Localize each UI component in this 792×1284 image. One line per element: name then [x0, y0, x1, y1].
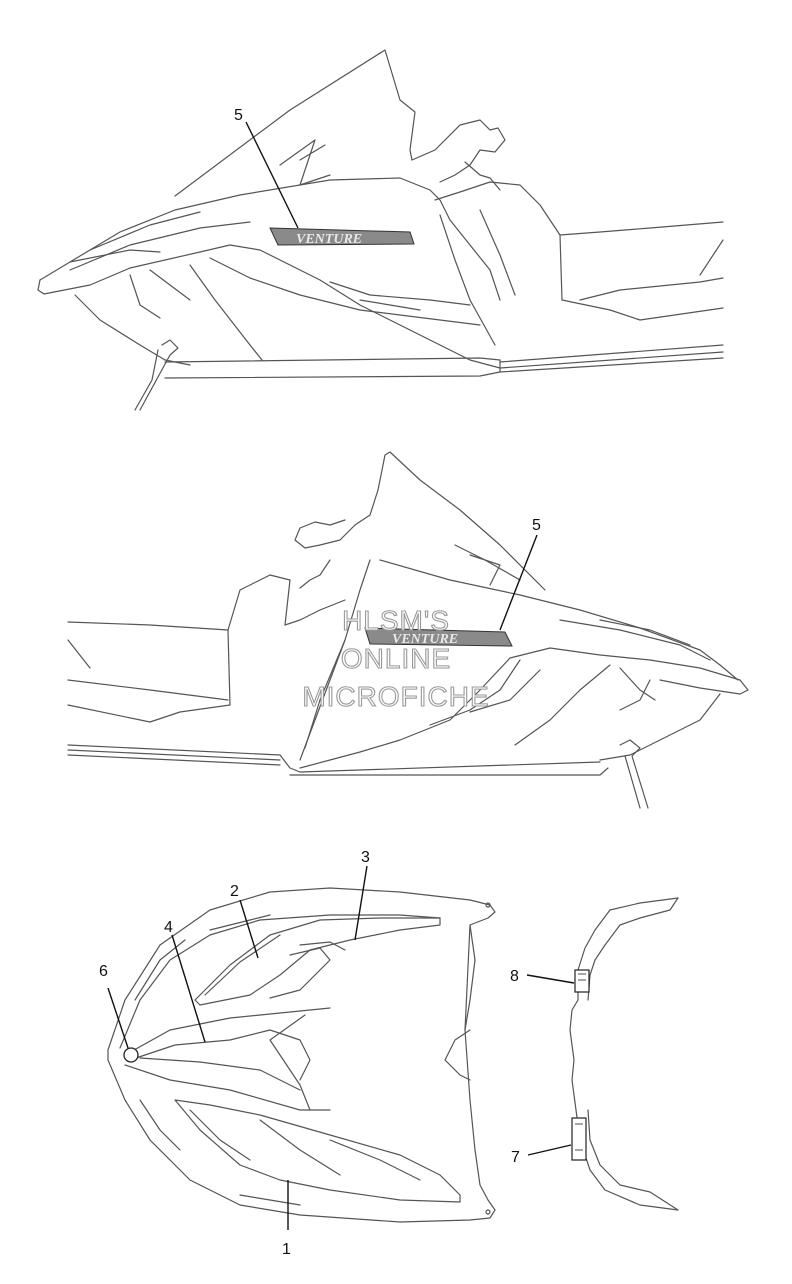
callout-7: 7	[511, 1149, 520, 1166]
leader-6	[107, 987, 129, 1049]
watermark: HLSM'S ONLINE MICROFICHE	[302, 604, 489, 712]
leader-5-mid	[499, 534, 538, 631]
decal-5-top: VENTURE	[269, 227, 415, 247]
watermark-line-3: MICROFICHE	[302, 681, 489, 712]
decal-logo-text-mid: VENTURE	[392, 632, 458, 647]
callout-4: 4	[164, 919, 173, 936]
hood-top-view	[107, 887, 496, 1223]
leader-4	[171, 934, 206, 1043]
decal-5-mid: VENTURE	[364, 627, 513, 647]
callout-6: 6	[99, 963, 108, 980]
leader-2	[239, 899, 259, 959]
decal-logo-text: VENTURE	[296, 232, 362, 247]
callout-8: 8	[510, 968, 519, 985]
side-panel-piece	[569, 897, 679, 1211]
callout-5-mid: 5	[532, 517, 541, 534]
sled-side-view-left	[37, 49, 724, 411]
callout-2: 2	[230, 883, 239, 900]
leader-3	[354, 865, 368, 941]
leader-8	[526, 974, 575, 984]
callout-3: 3	[361, 849, 370, 866]
sled-side-view-right	[67, 451, 749, 809]
watermark-line-2: ONLINE	[341, 643, 451, 674]
watermark-line-1: HLSM'S	[342, 605, 450, 636]
callout-5-top: 5	[234, 107, 243, 124]
leader-7	[527, 1144, 572, 1156]
leader-5-top	[245, 121, 299, 229]
callout-1: 1	[282, 1241, 291, 1258]
